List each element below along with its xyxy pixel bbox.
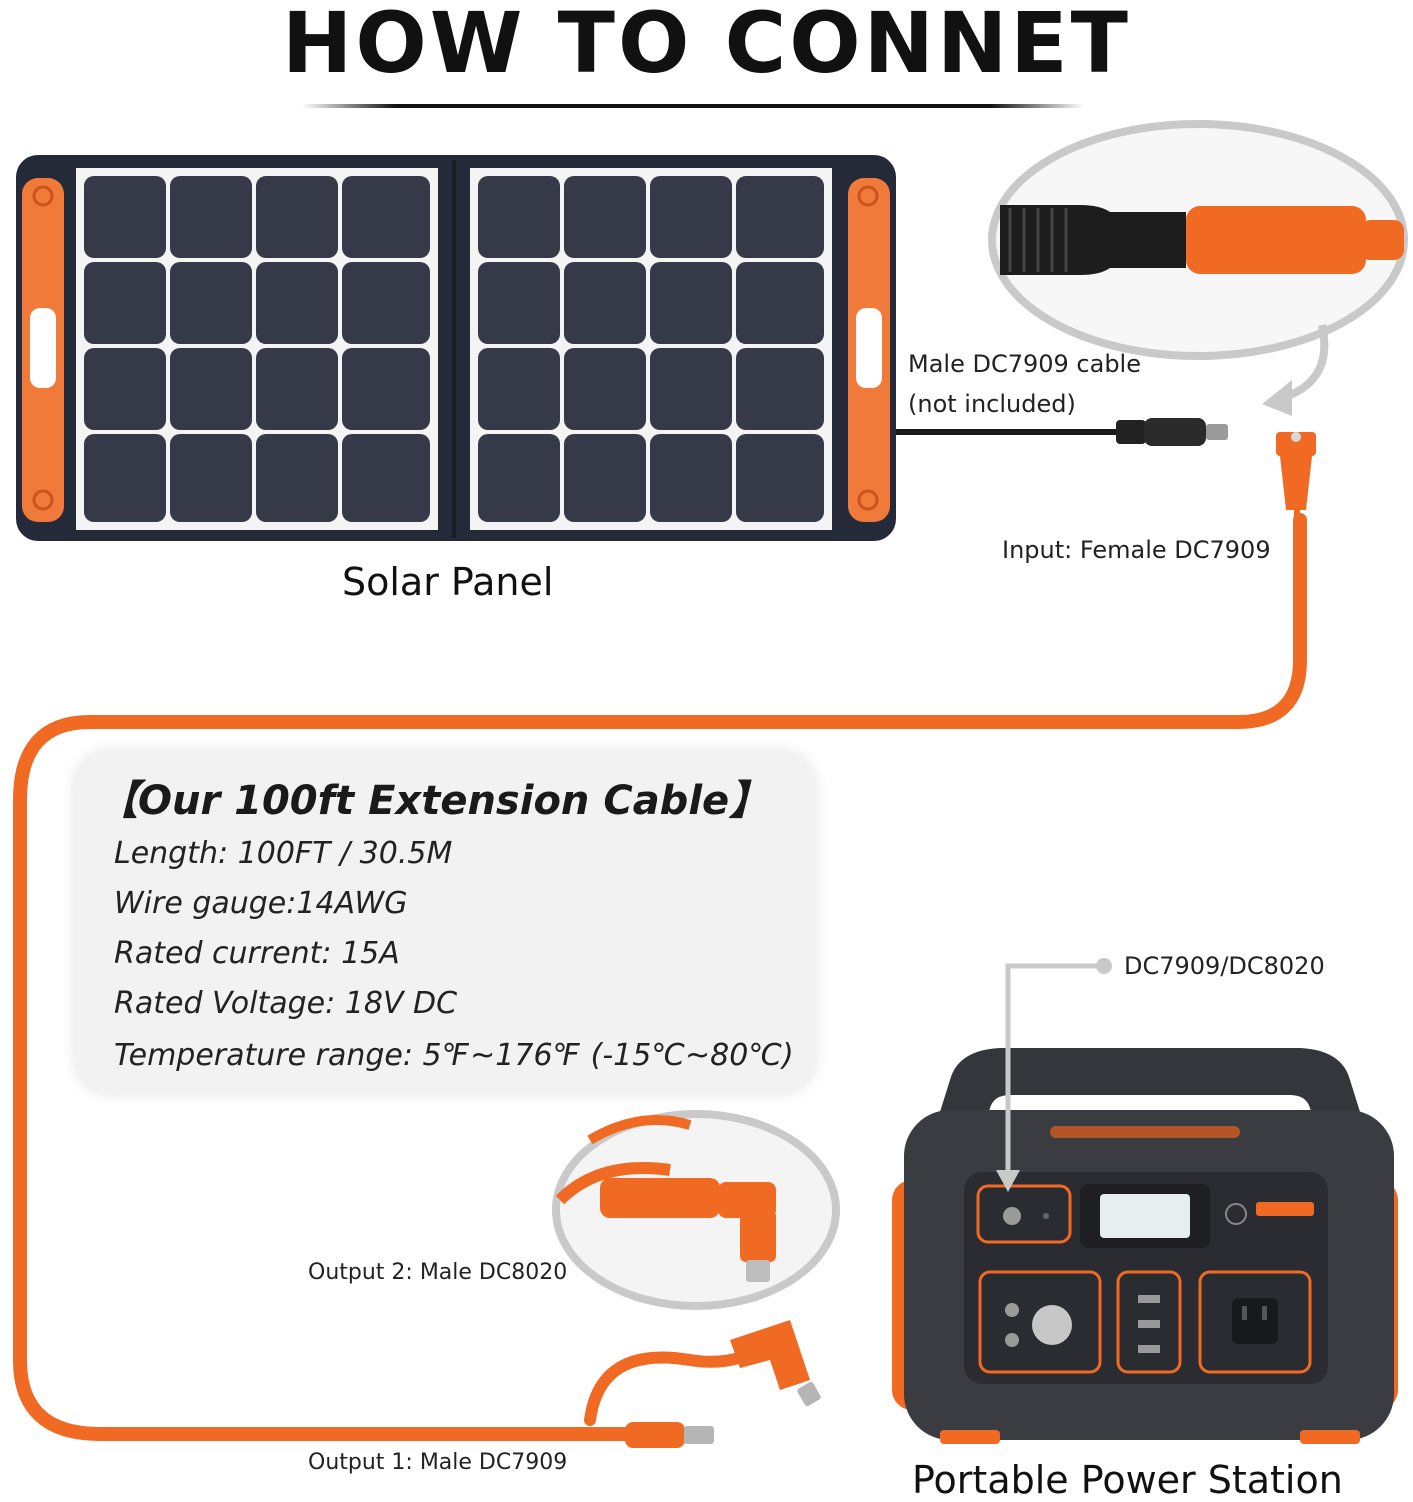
- not-included-label: (not included): [908, 390, 1076, 418]
- output-zoom-bubble: [552, 1110, 840, 1310]
- spec-rated-current: Rated current: 15A: [114, 936, 400, 971]
- extension-cable: [13, 513, 1307, 1441]
- spec-rated-voltage: Rated Voltage: 18V DC: [114, 986, 458, 1021]
- specs-title: 【Our 100ft Extension Cable】: [98, 778, 770, 824]
- power-station: [892, 958, 1398, 1444]
- solar-panel: [16, 155, 896, 541]
- power-station-label: Portable Power Station: [912, 1458, 1343, 1502]
- solar-panel-label: Solar Panel: [342, 560, 554, 604]
- male-cable-label: Male DC7909 cable: [908, 350, 1141, 378]
- output-plugs: [625, 1320, 821, 1448]
- spec-temperature-range: Temperature range: 5℉~176℉ (-15℃~80℃): [114, 1038, 794, 1073]
- output1-label: Output 1: Male DC7909: [308, 1450, 568, 1475]
- spec-length: Length: 100FT / 30.5M: [114, 836, 453, 871]
- connector-zoom-bubble: [988, 120, 1408, 416]
- specs-card: [74, 750, 816, 1094]
- dc-port-label: DC7909/DC8020: [1124, 952, 1325, 980]
- male-dc7909-cable: [896, 418, 1228, 446]
- page-title: HOW TO CONNET: [282, 0, 1131, 92]
- input-female-label: Input: Female DC7909: [1002, 536, 1271, 564]
- female-dc7909-connector: [1276, 432, 1316, 524]
- spec-wire-gauge: Wire gauge:14AWG: [114, 886, 408, 921]
- output2-label: Output 2: Male DC8020: [308, 1260, 568, 1285]
- title-divider: [302, 104, 1084, 108]
